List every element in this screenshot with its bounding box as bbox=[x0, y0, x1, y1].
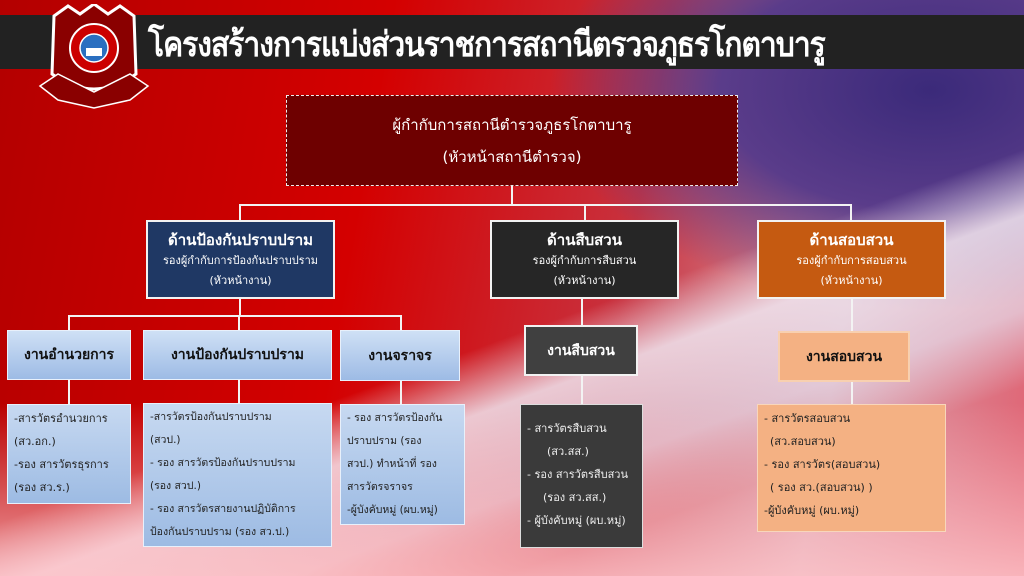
connector bbox=[239, 204, 241, 220]
title-bar bbox=[0, 15, 1024, 69]
division-investigation: ด้านสืบสวน รองผู้กำกับการสืบสวน (หัวหน้า… bbox=[490, 220, 679, 299]
detail-line: (สว.สอบสวน) bbox=[770, 435, 836, 448]
connector bbox=[239, 204, 851, 206]
detail-line: (สว.อก.) bbox=[14, 435, 56, 448]
connector bbox=[239, 298, 241, 316]
unit-name: งานป้องกันปราบปราม bbox=[170, 347, 305, 363]
unit-administration: งานอำนวยการ bbox=[7, 330, 131, 380]
unit-prevention: งานป้องกันปราบปราม bbox=[143, 330, 332, 380]
division-head: รองผู้กำกับการป้องกันปราบปราม bbox=[162, 253, 319, 267]
detail-line: -ผู้บังคับหมู่ (ผบ.หมู่) bbox=[764, 504, 860, 517]
police-logo-icon bbox=[38, 4, 150, 109]
detail-line: - รอง สารวัตรสืบสวน bbox=[527, 468, 628, 481]
chief-role: (หัวหน้าสถานีตำรวจ) bbox=[442, 147, 582, 166]
detail-line: (สว.สส.) bbox=[547, 445, 589, 458]
unit-details: -สารวัตรอำนวยการ (สว.อก.) -รอง สารวัตรธุ… bbox=[7, 404, 131, 504]
detail-line: - รอง สารวัตรป้องกันปราบปราม bbox=[150, 457, 296, 469]
division-head: รองผู้กำกับการสอบสวน bbox=[796, 253, 907, 267]
connector bbox=[584, 204, 586, 220]
detail-line: -ผู้บังคับหมู่ (ผบ.หมู่) bbox=[347, 504, 438, 516]
division-inquiry: ด้านสอบสวน รองผู้กำกับการสอบสวน (หัวหน้า… bbox=[757, 220, 946, 299]
division-role: (หัวหน้างาน) bbox=[553, 273, 616, 287]
detail-line: (รอง สว.สส.) bbox=[543, 491, 607, 504]
connector bbox=[850, 204, 852, 220]
detail-line: (รอง สวป.) bbox=[150, 480, 201, 492]
detail-line: -รอง สารวัตรธุรการ bbox=[14, 458, 109, 471]
detail-line: - รอง สารวัตรสายงานปฏิบัติการ bbox=[150, 503, 296, 515]
unit-name: งานอำนวยการ bbox=[23, 347, 115, 363]
detail-line: - รอง สารวัตร(สอบสวน) bbox=[764, 458, 881, 471]
division-role: (หัวหน้างาน) bbox=[820, 273, 883, 287]
unit-details: -สารวัตรป้องกันปราบปราม (สวป.) - รอง สาร… bbox=[143, 403, 332, 547]
detail-line: สวป.) ทำหน้าที่ รอง bbox=[347, 458, 437, 470]
division-title: ด้านสอบสวน bbox=[809, 230, 894, 249]
division-head: รองผู้กำกับการสืบสวน bbox=[532, 253, 637, 267]
detail-line: - รอง สารวัตรป้องกัน bbox=[347, 412, 443, 424]
detail-line: สารวัตรจราจร bbox=[347, 481, 413, 493]
unit-name: งานจราจร bbox=[368, 347, 432, 364]
detail-line: (สวป.) bbox=[150, 434, 181, 446]
unit-name: งานสอบสวน bbox=[805, 348, 883, 365]
unit-name: งานสืบสวน bbox=[547, 342, 615, 359]
division-role: (หัวหน้างาน) bbox=[209, 273, 272, 287]
connector bbox=[511, 186, 513, 206]
unit-investigation: งานสืบสวน bbox=[524, 325, 638, 376]
detail-line: -สารวัตรป้องกันปราบปราม bbox=[150, 411, 272, 423]
division-title: ด้านป้องกันปราบปราม bbox=[167, 230, 314, 249]
detail-line: - สารวัตรสืบสวน bbox=[527, 422, 607, 435]
detail-line: ปราบปราม (รอง bbox=[347, 435, 422, 447]
unit-inquiry: งานสอบสวน bbox=[778, 331, 910, 382]
detail-line: ( รอง สว.(สอบสวน) ) bbox=[770, 481, 873, 494]
unit-details: - รอง สารวัตรป้องกัน ปราบปราม (รอง สวป.)… bbox=[340, 404, 465, 525]
unit-traffic: งานจราจร bbox=[340, 330, 460, 381]
detail-line: ป้องกันปราบปราม (รอง สว.ป.) bbox=[150, 526, 290, 538]
detail-line: -สารวัตรอำนวยการ bbox=[14, 412, 108, 425]
detail-line: - สารวัตรสอบสวน bbox=[764, 412, 851, 425]
unit-details: - สารวัตรสอบสวน (สว.สอบสวน) - รอง สารวัต… bbox=[757, 404, 946, 532]
connector bbox=[68, 315, 401, 317]
unit-details: - สารวัตรสืบสวน (สว.สส.) - รอง สารวัตรสื… bbox=[520, 404, 643, 548]
station-chief-box: ผู้กำกับการสถานีตำรวจภูธรโกตาบารู (หัวหน… bbox=[286, 95, 738, 186]
chief-title: ผู้กำกับการสถานีตำรวจภูธรโกตาบารู bbox=[392, 115, 632, 134]
division-prevention: ด้านป้องกันปราบปราม รองผู้กำกับการป้องกั… bbox=[146, 220, 335, 299]
division-title: ด้านสืบสวน bbox=[547, 230, 622, 249]
detail-line: - ผู้บังคับหมู่ (ผบ.หมู่) bbox=[527, 514, 626, 527]
page-title: โครงสร้างการแบ่งส่วนราชการสถานีตรวจภูธรโ… bbox=[148, 24, 826, 66]
detail-line: (รอง สว.ร.) bbox=[14, 481, 70, 494]
